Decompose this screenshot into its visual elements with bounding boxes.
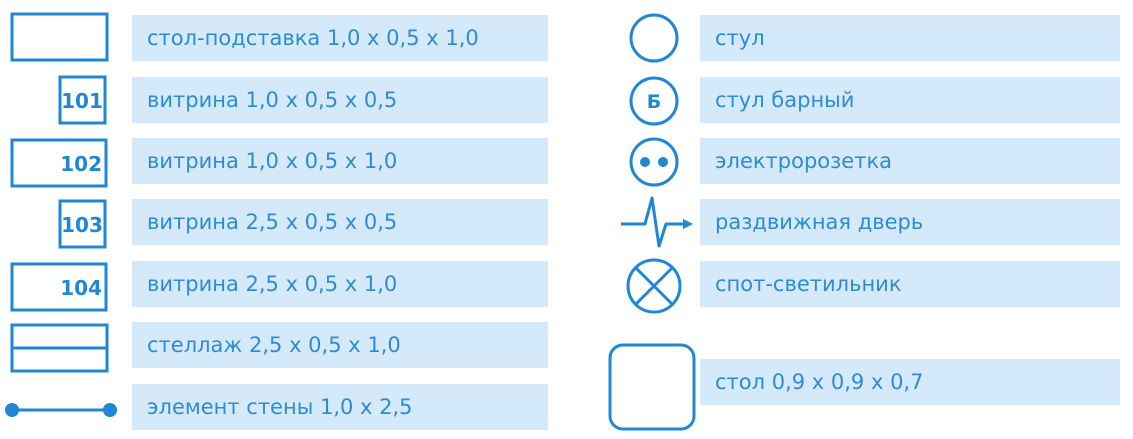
legend-label-showcase-104: витрина 2,5 х 0,5 х 1,0 <box>132 261 548 307</box>
sliding-door-icon <box>621 196 693 248</box>
showcase-101-icon: 101 <box>58 75 107 125</box>
wall-element-icon <box>5 403 117 417</box>
shelving-icon <box>10 323 109 373</box>
stand-table-icon <box>10 12 109 62</box>
chair-icon <box>629 13 679 63</box>
legend-label-table: стол 0,9 х 0,9 х 0,7 <box>700 359 1120 405</box>
legend-label-showcase-103: витрина 2,5 х 0,5 х 0,5 <box>132 199 548 245</box>
showcase-102-code: 102 <box>60 152 102 176</box>
left-symbols: 101 102 103 104 <box>5 12 117 417</box>
legend-label-stand-table: стол-подставка 1,0 х 0,5 х 1,0 <box>132 15 548 61</box>
table-icon <box>608 343 696 431</box>
legend-label-wall-element: элемент стены 1,0 х 2,5 <box>132 384 548 430</box>
legend-label-shelving: стеллаж 2,5 х 0,5 х 1,0 <box>132 322 548 368</box>
legend-label-showcase-101: витрина 1,0 х 0,5 х 0,5 <box>132 77 548 123</box>
legend-label-chair: стул <box>700 15 1120 61</box>
showcase-102-icon: 102 <box>10 138 108 188</box>
legend-label-sliding-door: раздвижная дверь <box>700 199 1120 245</box>
showcase-103-code: 103 <box>61 213 103 237</box>
spotlight-icon <box>626 258 682 314</box>
showcase-104-icon: 104 <box>10 262 108 312</box>
showcase-103-icon: 103 <box>58 199 107 249</box>
right-symbols: Б <box>608 13 696 431</box>
showcase-104-code: 104 <box>60 276 102 300</box>
showcase-101-code: 101 <box>61 89 103 113</box>
legend-label-spotlight: спот-светильник <box>700 261 1120 307</box>
power-outlet-icon <box>629 137 679 187</box>
legend-label-showcase-102: витрина 1,0 х 0,5 х 1,0 <box>132 138 548 184</box>
bar-stool-code: Б <box>647 91 661 113</box>
legend-label-bar-stool: стул барный <box>700 77 1120 123</box>
bar-stool-icon: Б <box>629 76 679 126</box>
legend-label-power-outlet: электророзетка <box>700 138 1120 184</box>
